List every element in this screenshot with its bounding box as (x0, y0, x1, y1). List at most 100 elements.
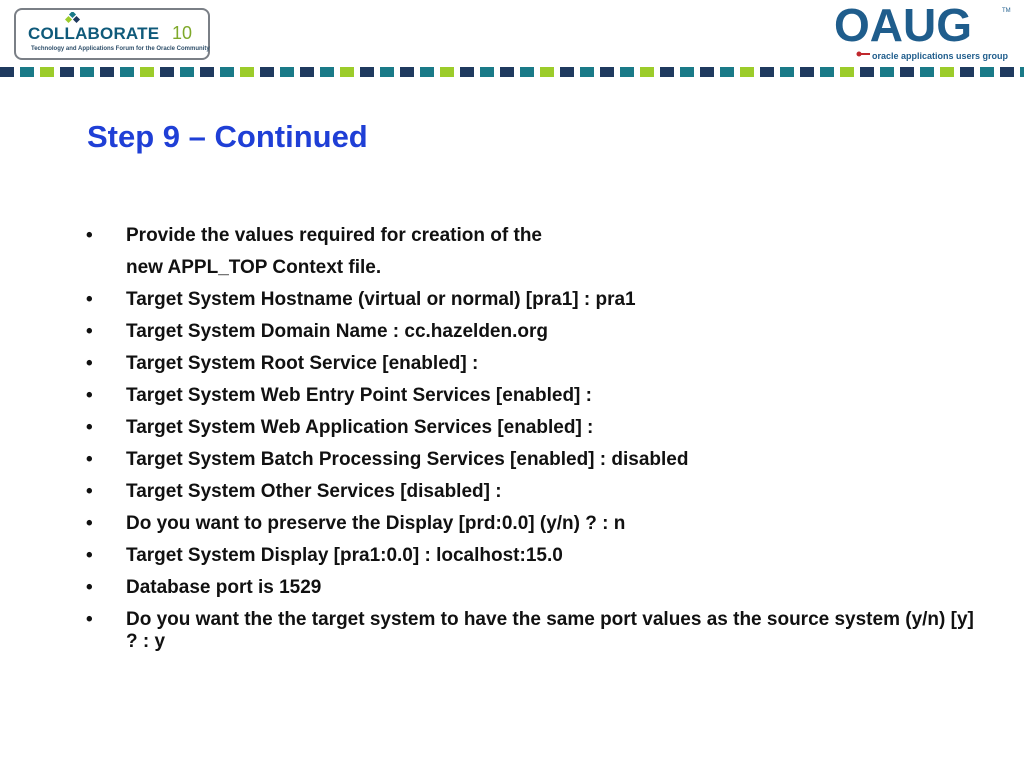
stripe-segment (820, 67, 834, 77)
collaborate-tagline: Technology and Applications Forum for th… (31, 46, 210, 52)
stripe-segment (500, 67, 514, 77)
slide-title: Step 9 – Continued (87, 119, 368, 154)
collaborate-logo: COLLABORATE 10 Technology and Applicatio… (14, 8, 210, 60)
stripe-segment (960, 67, 974, 77)
bullet-text: Database port is 1529 (126, 577, 322, 598)
stripe-segment (860, 67, 874, 77)
bullet-item: • Target System Root Service [enabled] : (86, 353, 986, 375)
bullet-item: • Do you want to preserve the Display [pr… (86, 513, 986, 535)
stripe-segment (240, 67, 254, 77)
stripe-segment (560, 67, 574, 77)
bullet-text: Do you want the the target system to hav… (126, 609, 974, 652)
bullet-glyph: • (86, 417, 93, 438)
stripe-segment (440, 67, 454, 77)
trademark-mark: TM (1002, 8, 1011, 14)
collaborate-wordmark: COLLABORATE (28, 24, 160, 43)
bullet-continuation: new APPL_TOP Context file. (126, 257, 382, 278)
stripe-segment (360, 67, 374, 77)
bullet-glyph: • (86, 353, 93, 374)
bullet-glyph: • (86, 385, 93, 406)
stripe-segment (760, 67, 774, 77)
stripe-segment (680, 67, 694, 77)
stripe-segment (280, 67, 294, 77)
stripe-segment (1020, 67, 1024, 77)
bullet-glyph: • (86, 609, 93, 630)
bullet-text: Provide the values required for creation… (126, 225, 542, 246)
stripe-segment (460, 67, 474, 77)
bullet-list: • Provide the values required for creatio… (86, 225, 986, 663)
bullet-glyph: • (86, 577, 93, 598)
bullet-glyph: • (86, 481, 93, 502)
stripe-segment (1000, 67, 1014, 77)
bullet-text: Target System Hostname (virtual or norma… (126, 289, 636, 310)
stripe-segment (900, 67, 914, 77)
stripe-segment (840, 67, 854, 77)
bullet-item: • Provide the values required for creatio… (86, 225, 986, 279)
stripe-segment (200, 67, 214, 77)
stripe-segment (380, 67, 394, 77)
stripe-segment (520, 67, 534, 77)
decorative-stripe (0, 67, 1024, 77)
bullet-item: • Target System Display [pra1:0.0] : loca… (86, 545, 986, 567)
bullet-text: Target System Batch Processing Services … (126, 449, 689, 470)
bullet-item: • Target System Domain Name : cc.hazelden… (86, 321, 986, 343)
bullet-text: Target System Web Entry Point Services [… (126, 385, 592, 406)
stripe-segment (920, 67, 934, 77)
stripe-segment (60, 67, 74, 77)
stripe-segment (420, 67, 434, 77)
diamond-cluster-icon (65, 12, 81, 24)
stripe-segment (180, 67, 194, 77)
stripe-segment (320, 67, 334, 77)
stripe-segment (120, 67, 134, 77)
stripe-segment (300, 67, 314, 77)
stripe-segment (20, 67, 34, 77)
oaug-subtitle: oracle applications users group (872, 51, 1009, 61)
stripe-segment (800, 67, 814, 77)
stripe-segment (600, 67, 614, 77)
stripe-segment (400, 67, 414, 77)
collaborate-edition: 10 (172, 23, 193, 43)
bullet-text: Target System Domain Name : cc.hazelden.… (126, 321, 548, 342)
stripe-segment (140, 67, 154, 77)
bullet-item: • Target System Hostname (virtual or norm… (86, 289, 986, 311)
bullet-glyph: • (86, 513, 93, 534)
stripe-segment (160, 67, 174, 77)
stripe-segment (340, 67, 354, 77)
bullet-text: Target System Root Service [enabled] : (126, 353, 479, 374)
bullet-text: Target System Other Services [disabled] … (126, 481, 502, 502)
bullet-item: • Target System Other Services [disabled]… (86, 481, 986, 503)
bullet-item: • Target System Web Application Services … (86, 417, 986, 439)
stripe-segment (740, 67, 754, 77)
stripe-segment (700, 67, 714, 77)
stripe-segment (940, 67, 954, 77)
stripe-segment (40, 67, 54, 77)
bullet-item: • Database port is 1529 (86, 577, 986, 599)
bullet-item: • Target System Batch Processing Services… (86, 449, 986, 471)
stripe-segment (80, 67, 94, 77)
oaug-logo: OAUG TM oracle applications users group (832, 2, 1012, 64)
stripe-segment (480, 67, 494, 77)
stripe-segment (580, 67, 594, 77)
bullet-glyph: • (86, 321, 93, 342)
stripe-segment (260, 67, 274, 77)
stripe-segment (620, 67, 634, 77)
stripe-segment (660, 67, 674, 77)
oaug-wordmark: OAUG (834, 0, 972, 51)
stripe-segment (980, 67, 994, 77)
bullet-glyph: • (86, 225, 93, 246)
bullet-text: Target System Web Application Services [… (126, 417, 594, 438)
stripe-segment (780, 67, 794, 77)
stripe-segment (540, 67, 554, 77)
stripe-segment (100, 67, 114, 77)
bullet-item: • Target System Web Entry Point Services … (86, 385, 986, 407)
stripe-segment (0, 67, 14, 77)
bullet-glyph: • (86, 289, 93, 310)
red-connector-icon (856, 51, 870, 57)
bullet-text: Target System Display [pra1:0.0] : local… (126, 545, 563, 566)
bullet-text: Do you want to preserve the Display [prd… (126, 513, 626, 534)
stripe-segment (640, 67, 654, 77)
bullet-glyph: • (86, 545, 93, 566)
bullet-glyph: • (86, 449, 93, 470)
stripe-segment (880, 67, 894, 77)
stripe-segment (220, 67, 234, 77)
